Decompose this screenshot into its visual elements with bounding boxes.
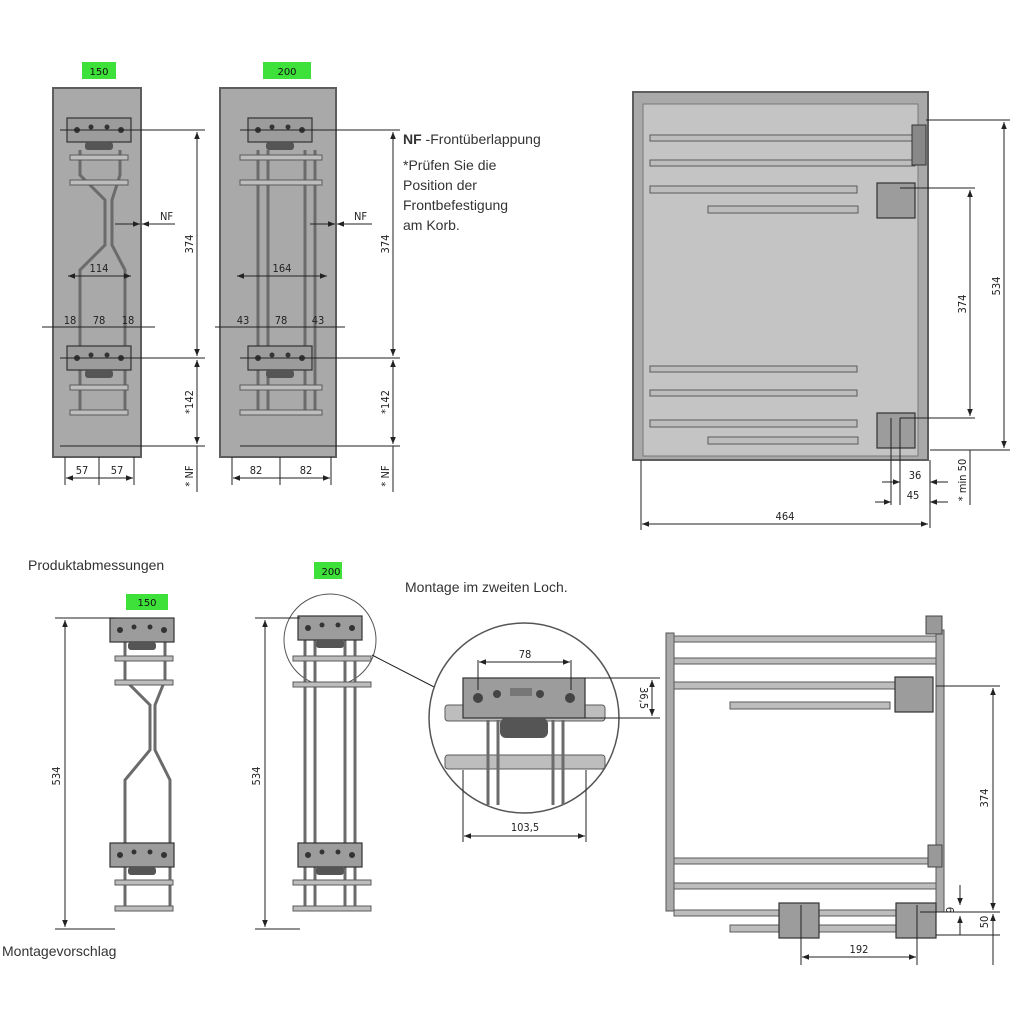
dim-nf: * NF (183, 465, 196, 486)
dim-78: 78 (275, 314, 288, 327)
nf-label: NF (160, 210, 173, 223)
dim-142: *142 (183, 390, 196, 414)
dim-18: 18 (64, 314, 77, 327)
dim-43: 43 (237, 314, 250, 327)
dim-374: 374 (183, 235, 196, 254)
side-view-bottom: 374 50 9 192 (665, 615, 1000, 965)
dim-114: 114 (90, 262, 109, 275)
dim-43: 43 (312, 314, 325, 327)
dim-nf: * NF (379, 465, 392, 486)
dim-464: 464 (776, 510, 795, 523)
mounting-suggestion-label: Montagevorschlag (2, 943, 116, 959)
note-line: am Korb. (403, 217, 460, 233)
dim-36-5: 36,5 (637, 687, 650, 709)
dim-164: 164 (273, 262, 292, 275)
width-badge (82, 62, 116, 79)
dim-374: 374 (978, 789, 991, 808)
dim-82: 82 (300, 464, 313, 477)
note-line: Frontbefestigung (403, 197, 508, 213)
dim-50: 50 (978, 916, 991, 929)
dim-192: 192 (850, 943, 869, 956)
side-view-top: 534 374 * min 50 36 45 464 (632, 91, 1010, 530)
note-line: Position der (403, 177, 477, 193)
note-nf-text: -Frontüberlappung (422, 131, 541, 147)
note-nf-bold: NF (403, 131, 422, 147)
badge-text: 150 (137, 598, 156, 609)
product-basket-150: 150 534 (50, 594, 175, 930)
nf-label: NF (354, 210, 367, 223)
dim-374: 374 (956, 295, 969, 314)
front-view-200: 200 374 *142 * NF NF 164 43 78 43 82 82 (215, 62, 400, 492)
dim-534: 534 (250, 767, 263, 786)
dim-57: 57 (111, 464, 124, 477)
badge-text: 200 (321, 567, 340, 578)
product-basket-200: 200 534 (250, 562, 441, 930)
dim-9: 9 (944, 907, 957, 913)
dim-18: 18 (122, 314, 135, 327)
dim-534: 534 (50, 767, 63, 786)
dim-78: 78 (93, 314, 106, 327)
dim-534: 534 (990, 277, 1003, 296)
badge-text: 150 (89, 67, 108, 78)
front-view-150: 150 374 *142 * NF NF 114 18 78 18 57 57 (42, 62, 205, 492)
detail-magnifier: 78 36,5 103,5 (428, 622, 660, 842)
dim-57: 57 (76, 464, 89, 477)
section-title-product: Produktabmessungen (28, 557, 164, 573)
dim-374: 374 (379, 235, 392, 254)
dim-min-50: * min 50 (956, 459, 969, 502)
badge-text: 200 (277, 67, 296, 78)
detail-caption: Montage im zweiten Loch. (405, 579, 568, 595)
svg-text:NF -Frontüberlappung: NF -Frontüberlappung (403, 131, 541, 147)
dim-45: 45 (907, 489, 920, 502)
dim-103-5: 103,5 (511, 821, 539, 834)
dim-82: 82 (250, 464, 263, 477)
note-line: *Prüfen Sie die (403, 157, 497, 173)
dim-36: 36 (909, 469, 922, 482)
dim-78: 78 (519, 648, 532, 661)
dim-142: *142 (379, 390, 392, 414)
nf-note: NF -Frontüberlappung *Prüfen Sie die Pos… (403, 131, 541, 233)
